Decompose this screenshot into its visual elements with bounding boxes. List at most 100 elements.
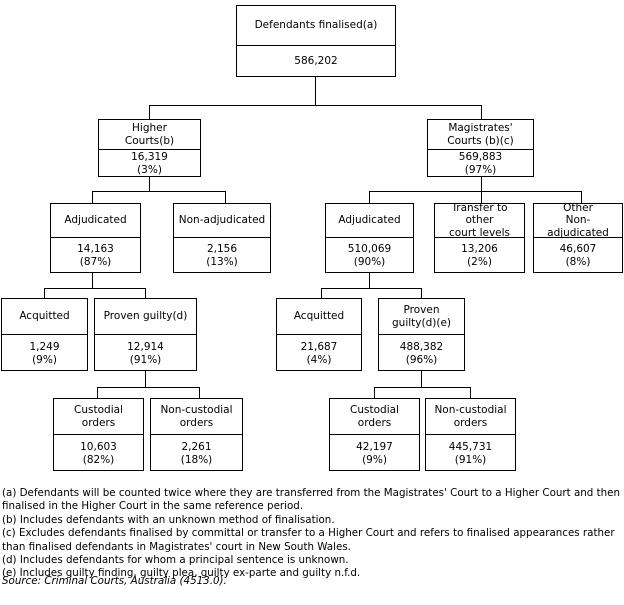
node-pct: (18%)	[180, 453, 213, 466]
node-body: 2,156 (13%)	[174, 238, 270, 273]
source-line: Source: Criminal Courts, Australia (4513…	[2, 575, 227, 587]
node-pct: (2%)	[467, 255, 492, 268]
connector-to-hc-custodial	[97, 387, 98, 398]
node-value: 2,156	[206, 242, 238, 255]
node-body: 510,069 (90%)	[326, 238, 413, 273]
node-title: Magistrates' Courts (b)(c)	[428, 120, 533, 150]
node-hc-proven-guilty[interactable]: Proven guilty(d) 12,914 (91%)	[94, 298, 197, 371]
connector-magistrates-courts-bus	[369, 191, 582, 192]
connector-hc-adjudicated-stem	[92, 272, 93, 289]
node-value: 510,069	[347, 242, 392, 255]
node-title: Acquitted	[277, 299, 361, 335]
node-pct: (91%)	[454, 453, 487, 466]
node-body: 488,382 (96%)	[379, 335, 464, 372]
node-title: Proven guilty(d)(e)	[379, 299, 464, 335]
connector-hc-proven-guilty-bus	[97, 387, 200, 388]
connector-to-mc-adjudicated	[369, 191, 370, 203]
node-mc-transfer-to-other-court-levels[interactable]: Transfer to other court levels 13,206 (2…	[434, 202, 525, 273]
connector-higher-courts-bus	[92, 191, 226, 192]
node-body: 12,914 (91%)	[95, 335, 196, 372]
connector-root-stem	[315, 77, 316, 106]
footnote-c: (c) Excludes defendants finalised by com…	[2, 527, 615, 553]
node-value: 42,197	[356, 440, 393, 453]
node-body: 14,163 (87%)	[51, 238, 140, 273]
node-hc-adjudicated[interactable]: Adjudicated 14,163 (87%)	[50, 203, 141, 273]
node-hc-custodial-orders[interactable]: Custodial orders 10,603 (82%)	[53, 398, 144, 471]
connector-to-hc-proven-guilty	[145, 288, 146, 298]
node-pct: (97%)	[464, 163, 497, 176]
node-higher-courts[interactable]: Higher Courts(b) 16,319 (3%)	[98, 119, 201, 177]
node-value: 13,206	[461, 242, 498, 255]
node-mc-acquitted[interactable]: Acquitted 21,687 (4%)	[276, 298, 362, 371]
node-value: 569,883	[458, 150, 503, 163]
node-pct: (13%)	[206, 255, 238, 268]
node-body: 445,731 (91%)	[426, 435, 515, 472]
connector-to-mc-other-non-adjudicated	[581, 191, 582, 203]
node-value: 10,603	[80, 440, 117, 453]
node-body: 42,197 (9%)	[330, 435, 419, 472]
node-body: 1,249 (9%)	[2, 335, 87, 372]
connector-to-hc-acquitted	[44, 288, 45, 298]
node-title: Custodial orders	[330, 399, 419, 435]
footnote-a: (a) Defendants will be counted twice whe…	[2, 487, 621, 513]
node-mc-custodial-orders[interactable]: Custodial orders 42,197 (9%)	[329, 398, 420, 471]
connector-root-bus	[149, 105, 482, 106]
node-magistrates-courts[interactable]: Magistrates' Courts (b)(c) 569,883 (97%)	[427, 119, 534, 177]
node-mc-adjudicated[interactable]: Adjudicated 510,069 (90%)	[325, 203, 414, 273]
connector-hc-adjudicated-bus	[44, 288, 146, 289]
node-hc-non-adjudicated[interactable]: Non-adjudicated 2,156 (13%)	[173, 203, 271, 273]
node-body: 2,261 (18%)	[151, 435, 242, 472]
node-title: Higher Courts(b)	[99, 120, 200, 150]
node-value: 586,202	[294, 55, 338, 68]
connector-to-mc-custodial	[374, 387, 375, 398]
node-pct: (90%)	[353, 255, 386, 268]
node-value: 12,914	[127, 340, 164, 353]
connector-higher-courts-stem	[149, 176, 150, 192]
node-title: Non-custodial orders	[426, 399, 515, 435]
node-pct: (9%)	[32, 353, 57, 366]
node-mc-non-custodial-orders[interactable]: Non-custodial orders 445,731 (91%)	[425, 398, 516, 471]
connector-to-mc-non-custodial	[470, 387, 471, 398]
node-body: 586,202	[237, 46, 395, 77]
node-mc-proven-guilty[interactable]: Proven guilty(d)(e) 488,382 (96%)	[378, 298, 465, 371]
node-mc-other-non-adjudicated[interactable]: Other Non-adjudicated 46,607 (8%)	[533, 202, 623, 273]
node-value: 16,319	[131, 150, 168, 163]
node-defendants-finalised[interactable]: Defendants finalised(a) 586,202	[236, 5, 396, 77]
node-title: Non-custodial orders	[151, 399, 242, 435]
node-title: Custodial orders	[54, 399, 143, 435]
node-title: Other Non-adjudicated	[534, 202, 622, 239]
footnotes: (a) Defendants will be counted twice whe…	[2, 487, 622, 581]
node-pct: (9%)	[362, 453, 387, 466]
node-title: Defendants finalised(a)	[237, 6, 395, 46]
node-body: 13,206 (2%)	[435, 238, 524, 273]
footnote-b: (b) Includes defendants with an unknown …	[2, 513, 335, 526]
node-value: 445,731	[448, 440, 493, 453]
node-pct: (8%)	[565, 255, 591, 268]
connector-mc-proven-guilty-bus	[374, 387, 471, 388]
node-body: 21,687 (4%)	[277, 335, 361, 372]
connector-mc-adjudicated-stem	[369, 272, 370, 289]
node-pct: (87%)	[79, 255, 112, 268]
connector-to-mc-proven-guilty	[421, 288, 422, 298]
footnote-e: (e) Includes guilty finding, guilty plea…	[2, 567, 361, 580]
node-value: 21,687	[300, 340, 338, 353]
connector-to-mc-acquitted	[321, 288, 322, 298]
node-pct: (91%)	[129, 353, 162, 366]
connector-mc-adjudicated-bus	[321, 288, 422, 289]
footnote-d: (d) Includes defendants for whom a princ…	[2, 553, 349, 566]
node-value: 46,607	[559, 242, 597, 255]
connector-to-hc-adjudicated	[92, 191, 93, 203]
node-body: 46,607 (8%)	[534, 238, 622, 273]
connector-to-hc-non-custodial	[199, 387, 200, 398]
connector-to-magistrates-courts	[481, 105, 482, 119]
node-title: Acquitted	[2, 299, 87, 335]
node-body: 16,319 (3%)	[99, 150, 200, 177]
node-hc-non-custodial-orders[interactable]: Non-custodial orders 2,261 (18%)	[150, 398, 243, 471]
node-value: 488,382	[399, 340, 444, 353]
connector-magistrates-courts-stem	[481, 176, 482, 192]
node-hc-acquitted[interactable]: Acquitted 1,249 (9%)	[1, 298, 88, 371]
node-title: Proven guilty(d)	[95, 299, 196, 335]
node-title: Adjudicated	[51, 204, 140, 238]
node-title: Transfer to other court levels	[435, 202, 524, 239]
node-title: Non-adjudicated	[174, 204, 270, 238]
